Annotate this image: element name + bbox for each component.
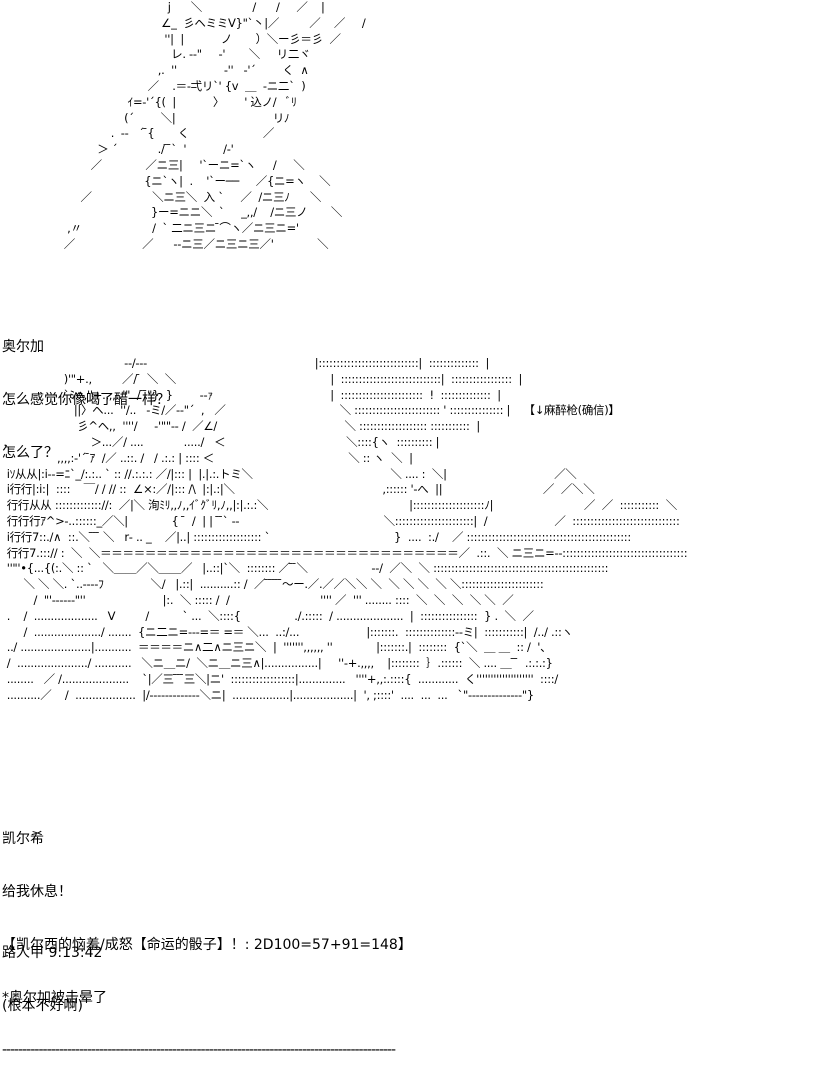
dialogue-line: 怎么感觉你像喝了醋一样？ [2, 391, 170, 408]
ascii-art-line: `ﾐ:ﾍ,''+.,,,..'" / ̄ ̄"} } ‐‐ｧ | :::::::… [0, 387, 501, 402]
comment-text: (根本不好啊) [2, 997, 83, 1014]
speaker-name: 凯尔希 [2, 831, 44, 848]
ascii-art-line: ／ .＝‐弌リ`' {v ＿ -ニ二` ) [0, 78, 306, 93]
ascii-art-line: ＞ ´ ./ ̄ ̄` ' /‐' [0, 142, 234, 157]
ascii-art-line: ,〃 / ` 二ニ三ニ ̄⌒ヽ／ニ三ニ=' [0, 221, 299, 236]
ascii-art-line: ∠_ 彡ヘミミV}"`丶|／ ／ ／ / [0, 15, 366, 30]
commenter-name-time: 路人甲 9:13:42 [2, 945, 103, 962]
divider-line: ‐‐‐‐‐‐‐‐‐‐‐‐‐‐‐‐‐‐‐‐‐‐‐‐‐‐‐‐‐‐‐‐‐‐‐‐‐‐‐‐… [2, 1042, 396, 1059]
ascii-art-portrait: j ＼ / / ／ | ∠_ 彡ヘミミV}"`丶|／ ／ ／ / ''| | ノ [0, 0, 818, 302]
ascii-art-line: . -‐ ´ ̄{ く ／ [0, 126, 275, 141]
dialogue-line: 给我休息！ [2, 883, 72, 900]
ascii-art-scene: ‐‐/‐‐‐ |::::::::::::::::::::::::::::| ::… [0, 356, 818, 776]
ascii-art-line: )'"+., ／/ ̄ ＼ ＼ | ::::::::::::::::::::::… [0, 371, 523, 386]
ascii-art-line: レ. -‐" ‐' ＼ リ二ヾ [0, 47, 311, 62]
ascii-art-line: ../ .....................|........... ＝＝… [0, 640, 552, 655]
ascii-art-line: ..........／ / .................. |/‐‐‐‐‐… [0, 687, 534, 702]
speaker-name: 奥尔加 [2, 339, 44, 356]
ascii-art-line: ＼ ＼ ＼. `..‐‐‐‐ﾌ ＼/ |.::| ..........:: / … [0, 577, 544, 592]
ascii-art-line: 彡^ヘ,, ''''/ ‐'""‐‐ / ／∠/ ＼ :::::::::::::… [0, 419, 480, 434]
dialogue-olga: 奥尔加 怎么感觉你像喝了醋一样？ 怎么了？ [2, 304, 170, 480]
ascii-art-line: ｲ=‐'´{( | 〉 ' 込ノ/ ﾞﾘ [0, 94, 297, 109]
ascii-art-line: . ＞...／/ .... ...../ ＜ ＼::::{ヽ :::::::::… [0, 434, 440, 449]
ascii-art-line: ''| | ノ ）＼ー彡＝彡 ／ [0, 31, 341, 46]
ascii-art-line: / ...................../ ........... ＼ニ＿… [0, 656, 553, 671]
ascii-art-line: 行行行ｱ^>‐..::::::_／＼| { ̄ / | | ̄ ̄` ‐‐ ＼:… [0, 513, 680, 528]
ascii-art-line: j ＼ / / ／ | [0, 0, 325, 14]
ascii-art-line: i行行|:i:| :::: ￣/ / // :: ∠×:／/|::: /\ |:… [0, 482, 595, 497]
ascii-art-line: 行行7.:::// : ＼ ＼＝＝＝＝＝＝＝＝＝＝＝＝＝＝＝＝＝＝＝＝＝＝＝＝＝… [0, 545, 688, 560]
ascii-art-line: ／ ＼ニ三＼ 入 ` ／ /ニ三ﾉ ＼ [0, 189, 322, 204]
ascii-art-line: . / ................... V / ` ... ＼::::{… [0, 608, 534, 623]
ascii-art-line: ／ ／ ‐‐ニ三／ニ三ニ三／' ＼ [0, 236, 329, 251]
ascii-art-line: ／ ／ニ三| '`ーニ=`ヽ / ＼ [0, 157, 305, 172]
ascii-art-line: }ー=ニニ＼ ` _,,/ /ニ三ノ ＼ [0, 205, 343, 220]
ascii-art-line: / ..................../ ....... {ニ二ニ=‐‐‐… [0, 624, 573, 639]
ascii-art-line: (´ ＼| リﾉ [0, 110, 290, 125]
ascii-art-line: ||〉ヘ... ''/.. ‐ミ/／‐‐"´ , ／ ＼ :::::::::::… [0, 403, 620, 418]
ascii-art-line: ‐‐/‐‐‐ |::::::::::::::::::::::::::::| ::… [0, 356, 490, 370]
ascii-art-line: i行行7::./∧ ::.＼ ̄ ̄ ̄ ＼ r‐ .. _ ／|..| :::… [0, 529, 632, 544]
ascii-art-line: {ニ`ヽ| . '`ー── ／{ニ=ヽ ＼ [0, 173, 331, 188]
dice-roll-line: 【凯尔西的恼羞/成怒【命运的骰子】！: 2D100=57+91=148】 [2, 936, 412, 953]
dialogue-line: 怎么了？ [2, 444, 58, 461]
ascii-art-line: ''"'•{...{(:.＼ :: ` ＼＿＿／＼＿＿／ |..::|`＼ ::… [0, 561, 609, 576]
ascii-art-line: ,,,,:‐'´ ̄ｱ /／ ..::. / / .:.: | :::: ＜ ＼… [0, 450, 413, 465]
ascii-art-line: 行行从从 ::::::::::::://: ／|＼ 洵ﾐﾘ,,ﾉ,,ｲﾞｸﾞﾘ,… [0, 498, 678, 513]
ascii-art-line: ,. '' ‐'' ‐'´ く ∧ [0, 63, 309, 78]
ascii-art-line: ........ ／ /.................... `|／三 ̄ … [0, 671, 559, 686]
ascii-art-line: iｿ从从|:i‐‐=ﾆ`_/:.:.. ` :: //.:.:.: ／/|:::… [0, 466, 577, 481]
comment-footer: 路人甲 9:13:42 (根本不好啊) [2, 910, 102, 1033]
ascii-art-line: / "'‐‐‐‐‐‐"'' |:. ＼ ::::: / / '''' ／ '''… [0, 592, 514, 607]
